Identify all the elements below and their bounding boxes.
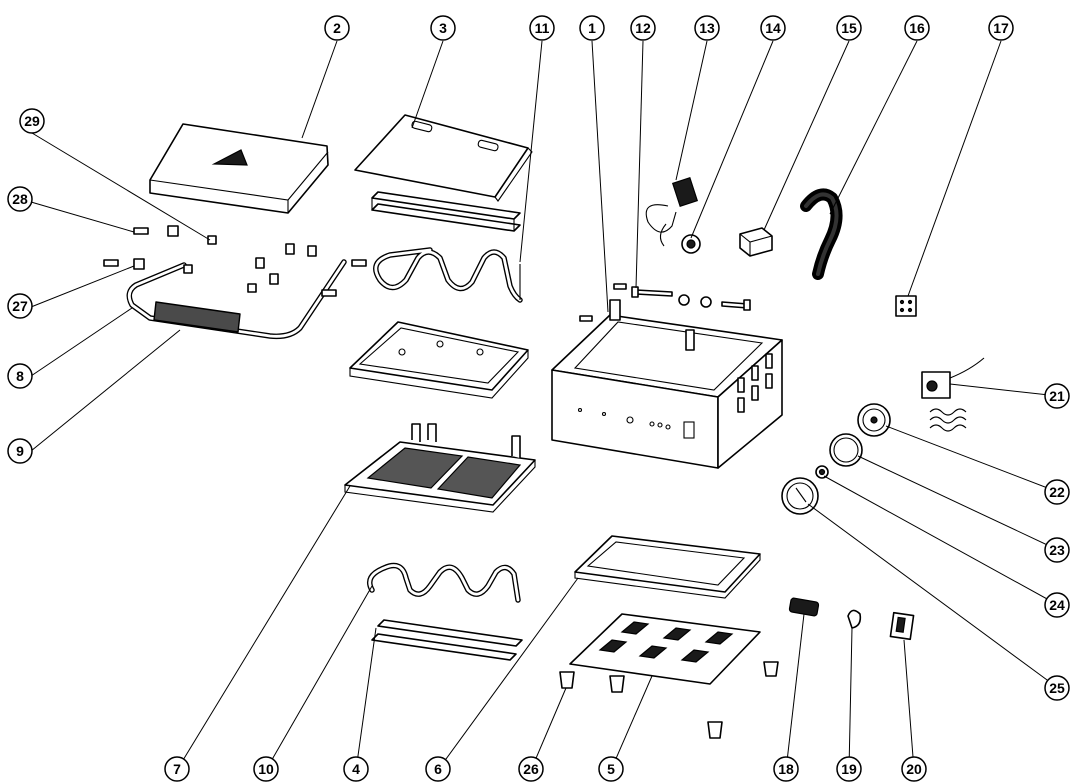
svg-text:12: 12 [635, 20, 651, 36]
hose-part [800, 188, 843, 280]
small-fasteners-part [103, 225, 367, 297]
svg-text:28: 28 [12, 191, 28, 207]
svg-text:14: 14 [765, 20, 781, 36]
callout-7: 7 [164, 756, 190, 782]
callout-10: 10 [253, 756, 279, 782]
callout-23: 23 [1044, 537, 1070, 563]
callout-29: 29 [19, 108, 45, 134]
callout-26: 26 [518, 756, 544, 782]
svg-text:27: 27 [12, 298, 28, 314]
callout-27: 27 [7, 293, 33, 319]
callout-22: 22 [1044, 479, 1070, 505]
svg-text:5: 5 [607, 761, 615, 777]
svg-text:9: 9 [16, 443, 24, 459]
base-plate-part [569, 613, 761, 685]
main-body-part [551, 299, 783, 469]
callout-21: 21 [1044, 383, 1070, 409]
rubber-feet-part [559, 661, 779, 739]
svg-text:22: 22 [1049, 484, 1065, 500]
svg-text:6: 6 [434, 761, 442, 777]
svg-text:15: 15 [841, 20, 857, 36]
svg-text:2: 2 [333, 20, 341, 36]
callout-3: 3 [430, 15, 456, 41]
svg-text:1: 1 [588, 20, 596, 36]
indicator-lamp-part [681, 234, 701, 254]
knob-plate-part [857, 403, 891, 437]
svg-text:21: 21 [1049, 388, 1065, 404]
small-components-part [788, 597, 915, 641]
upper-heating-element-part [373, 247, 523, 303]
callout-19: 19 [836, 756, 862, 782]
small-nut-part [815, 465, 829, 479]
upper-element-brackets [371, 191, 521, 232]
upper-tray-part [349, 321, 529, 399]
callout-28: 28 [7, 186, 33, 212]
callout-5: 5 [598, 756, 624, 782]
callout-8: 8 [7, 363, 33, 389]
callout-12: 12 [630, 15, 656, 41]
svg-text:11: 11 [535, 20, 550, 36]
thermostat-part [921, 357, 985, 432]
bolt-set-part [579, 283, 751, 322]
svg-text:19: 19 [841, 761, 857, 777]
waffle-plate-part [344, 423, 536, 513]
callout-16: 16 [904, 15, 930, 41]
svg-text:25: 25 [1049, 680, 1065, 696]
callout-14: 14 [760, 15, 786, 41]
lower-element-brackets-part [371, 619, 523, 661]
callout-11: 11 [529, 15, 555, 41]
svg-text:10: 10 [258, 761, 274, 777]
svg-text:23: 23 [1049, 542, 1065, 558]
callout-6: 6 [425, 756, 451, 782]
svg-text:13: 13 [699, 20, 715, 36]
callout-18: 18 [773, 756, 799, 782]
top-cover-part [149, 123, 329, 214]
callout-15: 15 [836, 15, 862, 41]
callout-9: 9 [7, 438, 33, 464]
leader-lines [30, 40, 1059, 771]
svg-text:17: 17 [993, 20, 1009, 36]
svg-text:7: 7 [173, 761, 181, 777]
svg-text:3: 3 [439, 20, 447, 36]
drip-tray-part [574, 535, 761, 599]
switch-box-part [739, 227, 773, 257]
power-cord-part [645, 177, 699, 247]
ring-part [829, 433, 863, 467]
callout-1: 1 [579, 15, 605, 41]
svg-text:4: 4 [352, 761, 360, 777]
svg-text:24: 24 [1049, 597, 1065, 613]
svg-text:26: 26 [523, 761, 539, 777]
svg-text:16: 16 [909, 20, 925, 36]
callout-20: 20 [901, 756, 927, 782]
callout-24: 24 [1044, 592, 1070, 618]
svg-text:20: 20 [906, 761, 922, 777]
control-knob-part [781, 477, 819, 515]
top-plate-part [354, 114, 533, 202]
lower-heating-element-part [367, 562, 521, 603]
callout-2: 2 [324, 15, 350, 41]
callout-13: 13 [694, 15, 720, 41]
svg-text:29: 29 [24, 113, 40, 129]
callout-25: 25 [1044, 675, 1070, 701]
svg-text:18: 18 [778, 761, 794, 777]
junction-block-part [895, 295, 917, 317]
svg-text:8: 8 [16, 368, 24, 384]
handle-part [126, 259, 347, 340]
callout-17: 17 [988, 15, 1014, 41]
callout-4: 4 [343, 756, 369, 782]
